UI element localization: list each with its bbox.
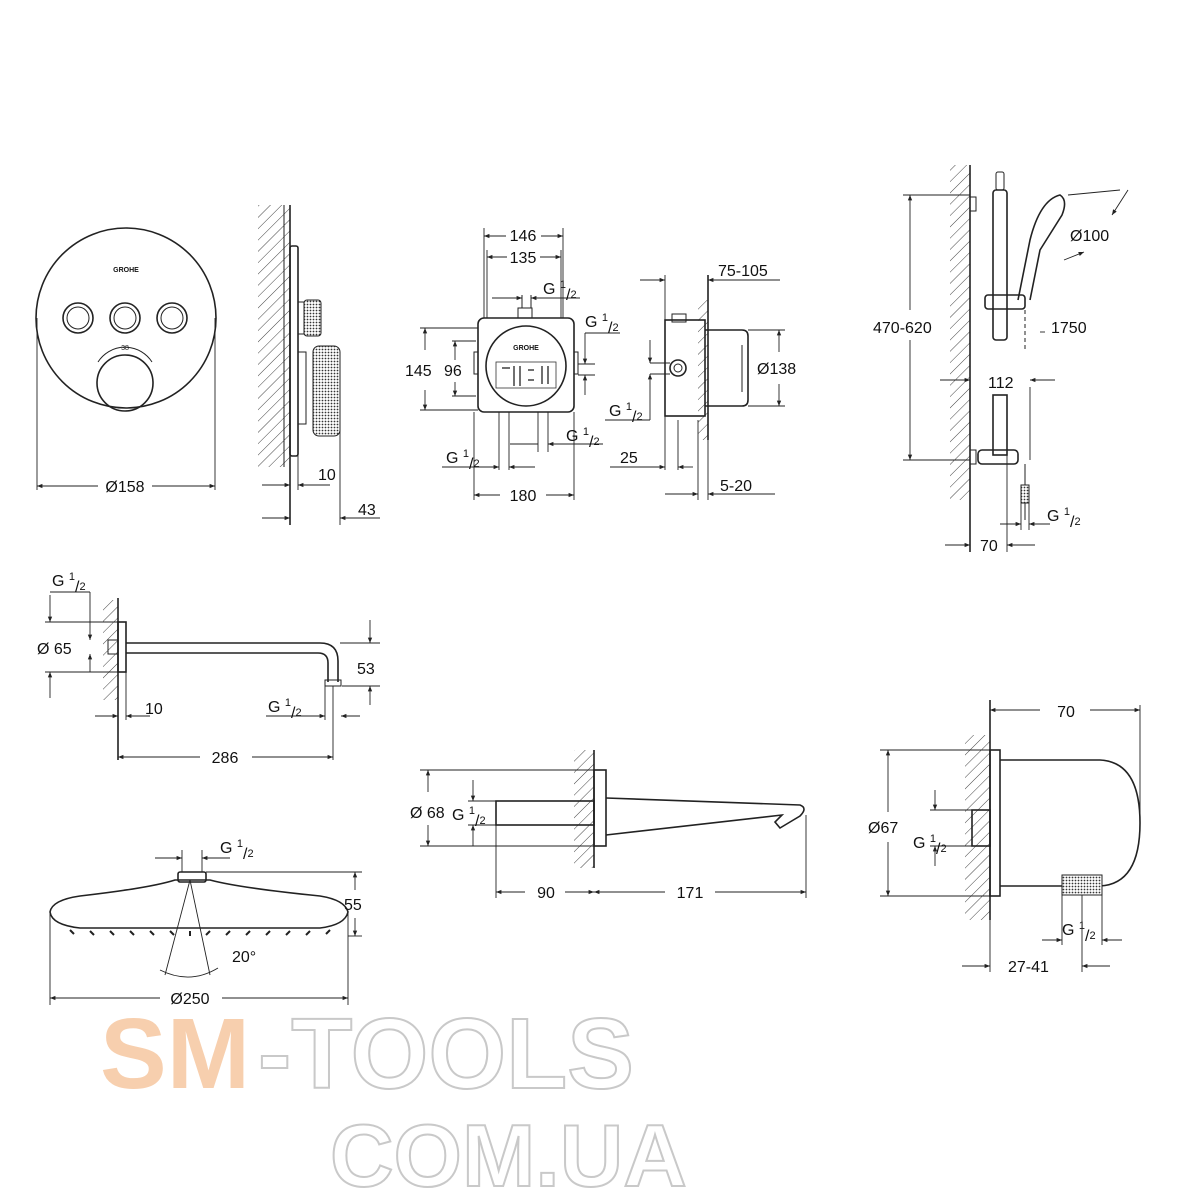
temperature-scale-mark: 38 (121, 345, 129, 352)
dim-arm-drop: 53 (357, 661, 375, 678)
dim-elbow-adjust: 27-41 (1008, 959, 1049, 976)
dim-head-thread: G 1/2 (220, 838, 254, 863)
dim-spout-thread: G 1/2 (452, 805, 486, 830)
thermostat-knob (96, 354, 154, 412)
dim-plate-depth: 10 (318, 467, 336, 484)
dim-elbow-thread-in: G 1/2 (913, 833, 947, 858)
dim-head-height: 55 (344, 897, 362, 914)
dim-hand-shower-diameter: Ø100 (1070, 228, 1109, 245)
mixer-side-view: 10 43 (258, 205, 380, 525)
dim-box-height: 145 (405, 363, 432, 380)
dim-total-depth: 43 (358, 502, 376, 519)
dim-hose-thread: G 1/2 (1047, 506, 1081, 531)
rough-in-box-side: Ø138 75-105 G 1/2 25 5-20 (605, 263, 796, 500)
dim-elbow-diameter: Ø67 (868, 820, 898, 837)
watermark: SM -TOOLS COM.UA (100, 997, 688, 1200)
dim-side-thread-b: G 1/2 (609, 401, 643, 426)
dim-top-thread: G 1/2 (543, 279, 577, 304)
dim-arm-length: 286 (212, 750, 239, 767)
rough-in-box-front: GROHE 146 135 G 1/2 G 1/2 145 96 G 1/2 G… (405, 228, 620, 505)
bath-spout: Ø 68 G 1/2 90 171 (410, 750, 807, 902)
dim-arm-thread-end: G 1/2 (268, 697, 302, 722)
brand-logo: GROHE (113, 267, 139, 274)
dim-head-diameter: Ø250 (170, 991, 209, 1008)
dim-install-depth: 75-105 (718, 263, 768, 280)
dim-flange-diameter: Ø 65 (37, 641, 72, 658)
dim-elbow-thread-out: G 1/2 (1062, 920, 1096, 945)
watermark-accent: SM (100, 998, 250, 1110)
shower-arm: Ø 65 G 1/2 53 10 G 1/2 286 (37, 571, 380, 767)
dim-bottom-thread-left: G 1/2 (446, 448, 480, 473)
dim-box-width-outer: 146 (510, 228, 537, 245)
dim-hose-length: 1750 (1051, 320, 1087, 337)
mixer-front-view: GROHE 38 Ø158 (35, 227, 217, 496)
dim-spout-length: 171 (677, 885, 704, 902)
dim-plaster-depth: 5-20 (720, 478, 752, 495)
dim-box-width-total: 180 (510, 488, 537, 505)
wall-elbow: 70 Ø67 G 1/2 G 1/2 27-41 (868, 700, 1141, 976)
function-buttons (62, 302, 188, 334)
dim-box-height-inner: 96 (444, 363, 462, 380)
dim-spout-flange-diameter: Ø 68 (410, 805, 445, 822)
dim-box-width-inner: 135 (510, 250, 537, 267)
dim-rail-wall-offset: 70 (980, 538, 998, 555)
dim-cover-diameter: Ø138 (757, 361, 796, 378)
dim-spray-angle: 20° (232, 949, 256, 966)
dim-arm-thread-top: G 1/2 (52, 571, 86, 596)
dim-spout-inset: 90 (537, 885, 555, 902)
head-shower: 20° G 1/2 55 Ø250 (49, 838, 362, 1008)
dim-elbow-length: 70 (1057, 704, 1075, 721)
dim-side-thread: G 1/2 (585, 312, 619, 337)
watermark-domain: COM.UA (330, 1106, 687, 1200)
box-brand-logo: GROHE (513, 345, 539, 352)
dim-diameter: Ø158 (105, 479, 144, 496)
dim-bottom-thread-right: G 1/2 (566, 426, 600, 451)
dim-holder-offset: 112 (988, 375, 1014, 392)
shower-rail-set: Ø100 470-620 1750 112 G 1/2 70 (873, 165, 1129, 555)
dim-rail-height: 470-620 (873, 320, 932, 337)
dim-arm-flange-depth: 10 (145, 701, 163, 718)
dim-offset: 25 (620, 450, 638, 467)
watermark-text: -TOOLS (258, 998, 634, 1110)
